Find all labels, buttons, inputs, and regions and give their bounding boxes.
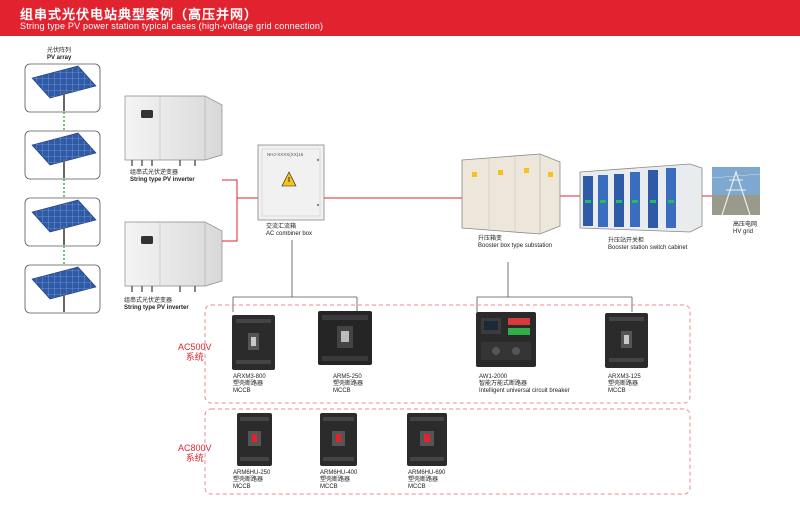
inverter-bottom-label-en: String type PV inverter <box>124 305 189 311</box>
product-model: ARXM3-800 <box>233 374 266 380</box>
product-type-en: MCCB <box>233 388 251 394</box>
product-type-en: MCCB <box>608 388 626 394</box>
hv-grid-label-en: HV grid <box>733 229 754 235</box>
product-type-en: MCCB <box>320 484 338 490</box>
inverter-bottom-label: 组串式光伏逆变器 String type PV inverter <box>124 298 189 312</box>
page-subtitle: String type PV power station typical cas… <box>20 21 324 31</box>
product-model: ARM6HU-400 <box>320 470 358 476</box>
product-type-cn: 塑壳断路器 <box>233 381 264 387</box>
link-combiner-products <box>232 240 293 312</box>
hv-grid-image <box>711 167 761 216</box>
product-type-en: Intelligent universal circuit breaker <box>479 388 570 394</box>
system-ac500v-voltage: AC500V <box>178 342 212 352</box>
combiner-label-cn: 交流汇流箱 <box>266 224 297 230</box>
switch-cabinet-label-cn: 升压站开关柜 <box>608 238 645 244</box>
group-ac500v-frame <box>204 304 691 404</box>
page-title: 组串式光伏电站典型案例（高压并网） <box>20 7 259 22</box>
inverter-top-label-en: String type PV inverter <box>130 177 195 183</box>
breaker-arm6hu-690-image <box>407 413 447 466</box>
system-ac800v-voltage: AC800V <box>178 443 212 453</box>
pv-panel-3 <box>24 197 101 247</box>
substation-label: 升压箱变 Booster box type substation <box>478 236 552 250</box>
product-type-cn: 塑壳断路器 <box>233 477 264 483</box>
system-ac500v-suffix: 系统 <box>185 352 204 362</box>
combiner-box-image <box>257 144 325 221</box>
pv-array-label-en: PV array <box>47 55 72 61</box>
link-inverter-bottom <box>222 198 238 242</box>
breaker-arm6hu-400-image <box>320 413 357 466</box>
product-type-en: MCCB <box>408 484 426 490</box>
pv-panel-4 <box>24 264 101 314</box>
substation-image <box>461 153 561 235</box>
inverter-top-label: 组串式光伏逆变器 String type PV inverter <box>130 170 195 184</box>
hv-grid-label-cn: 高压电网 <box>733 222 758 228</box>
breaker-aw1-2000-image <box>476 312 536 367</box>
product-arxm3-125-caption: ARXM3-125 塑壳断路器 MCCB <box>608 374 641 395</box>
breaker-arxm3-800-image <box>232 315 275 370</box>
product-model: ARM6HU-250 <box>233 470 271 476</box>
pv-panel-2 <box>24 130 101 180</box>
breaker-arm5-250-image <box>318 311 372 365</box>
breaker-arm6hu-250-image <box>237 413 272 466</box>
switch-cabinet-image <box>579 163 703 233</box>
combiner-label: 交流汇流箱 AC combiner box <box>266 224 312 238</box>
hv-grid-label: 高压电网 HV grid <box>733 222 757 236</box>
group-ac800v-frame <box>204 408 691 495</box>
product-type-cn: 塑壳断路器 <box>608 381 639 387</box>
inverter-top-image <box>124 95 223 166</box>
switch-cabinet-label-en: Booster station switch cabinet <box>608 245 688 251</box>
product-arm5-250-caption: ARM5-250 塑壳断路器 MCCB <box>333 374 363 395</box>
pv-array-label: 光伏阵列 PV array <box>47 48 71 62</box>
header-banner: 组串式光伏电站典型案例（高压并网） String type PV power s… <box>0 0 800 36</box>
inverter-top-label-cn: 组串式光伏逆变器 <box>130 170 179 176</box>
system-ac500v-label: AC500V 系统 <box>178 342 212 362</box>
system-ac800v-label: AC800V 系统 <box>178 443 212 463</box>
pv-panel-1 <box>24 63 101 113</box>
combiner-nameplate: NHJ-XXXX(XX)16 <box>267 152 304 157</box>
product-type-cn: 塑壳断路器 <box>320 477 351 483</box>
product-arm6hu-400-caption: ARM6HU-400 塑壳断路器 MCCB <box>320 470 357 491</box>
product-model: AW1-2000 <box>479 374 508 380</box>
pv-array-label-cn: 光伏阵列 <box>47 48 72 54</box>
link-inverter-top <box>222 179 258 199</box>
product-arm6hu-690-caption: ARM6HU-690 塑壳断路器 MCCB <box>408 470 445 491</box>
breaker-arxm3-125-image <box>605 313 648 368</box>
product-model: ARM6HU-690 <box>408 470 446 476</box>
product-type-en: MCCB <box>333 388 351 394</box>
product-arxm3-800-caption: ARXM3-800 塑壳断路器 MCCB <box>233 374 266 395</box>
product-model: ARM5-250 <box>333 374 362 380</box>
product-type-cn: 塑壳断路器 <box>333 381 364 387</box>
substation-label-en: Booster box type substation <box>478 243 553 249</box>
product-type-cn: 智能万能式断路器 <box>479 381 528 387</box>
switch-cabinet-label: 升压站开关柜 Booster station switch cabinet <box>608 238 687 252</box>
product-type-cn: 塑壳断路器 <box>408 477 439 483</box>
inverter-bottom-label-cn: 组串式光伏逆变器 <box>124 298 173 304</box>
inverter-bottom-image <box>124 221 223 292</box>
product-arm6hu-250-caption: ARM6HU-250 塑壳断路器 MCCB <box>233 470 270 491</box>
system-ac800v-suffix: 系统 <box>185 453 204 463</box>
product-aw1-2000-caption: AW1-2000 智能万能式断路器 Intelligent universal … <box>479 374 570 395</box>
combiner-label-en: AC combiner box <box>266 231 313 237</box>
product-type-en: MCCB <box>233 484 251 490</box>
substation-label-cn: 升压箱变 <box>478 236 503 242</box>
product-model: ARXM3-125 <box>608 374 641 380</box>
